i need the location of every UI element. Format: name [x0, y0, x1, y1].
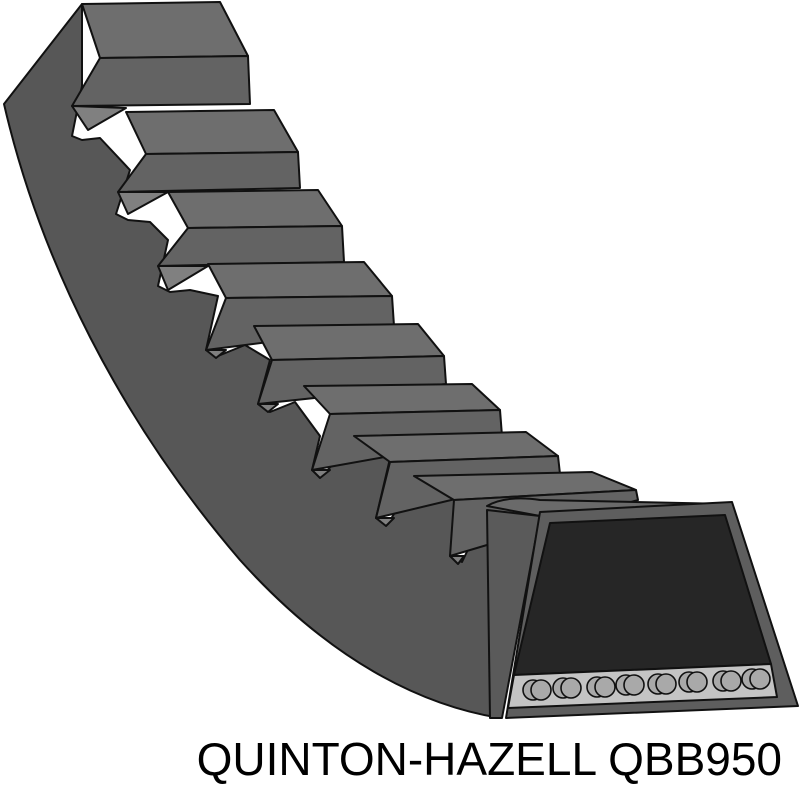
cross-section-core	[513, 514, 772, 676]
tooth-1-groove	[71, 105, 127, 131]
tooth-6-top	[303, 383, 501, 415]
tooth-2-face	[117, 151, 301, 193]
tooth-2-groove	[117, 191, 169, 215]
tooth-8-groove	[449, 555, 465, 565]
tooth-5-top	[253, 323, 445, 361]
tooth-1-face	[71, 55, 251, 107]
section-side-bevel	[486, 509, 541, 719]
tooth-1-top	[81, 1, 249, 59]
belt-side-body	[3, 3, 541, 719]
tooth-5-groove	[257, 403, 279, 413]
tooth-4-groove	[205, 349, 227, 359]
tooth-6-groove	[311, 469, 331, 479]
tooth-4-top	[207, 261, 393, 299]
tooth-2-top	[125, 109, 299, 155]
caption-text: QUINTON-HAZELL QBB950	[196, 733, 782, 785]
tooth-3-groove	[157, 265, 209, 291]
tooth-3-top	[167, 189, 343, 229]
tensile-cords	[522, 668, 771, 701]
tooth-3-face	[157, 225, 345, 267]
product-caption: QUINTON-HAZELL QBB950	[0, 727, 800, 791]
tooth-7-groove	[375, 517, 395, 527]
